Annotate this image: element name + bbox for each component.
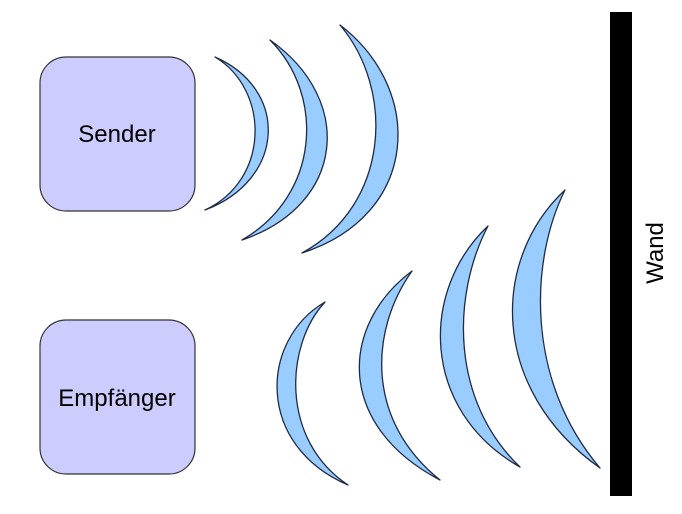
receiver-box: Empfänger — [39, 319, 196, 475]
reflected-waves — [276, 189, 601, 486]
reflected-wave-2 — [358, 270, 441, 481]
receiver-box-shape — [39, 319, 196, 475]
emitted-waves — [204, 24, 399, 254]
sender-label: Sender — [78, 121, 155, 148]
sender-box: Sender — [39, 56, 196, 212]
reflected-wave-3 — [439, 225, 521, 468]
wall-bar — [610, 12, 632, 496]
wall-label: Wand — [642, 222, 669, 284]
emitted-wave-2 — [241, 39, 328, 241]
sender-box-shape — [39, 56, 196, 212]
receiver-label: Empfänger — [58, 385, 175, 412]
wall: Wand — [610, 12, 669, 496]
reflected-wave-4 — [511, 189, 601, 469]
emitted-wave-1 — [204, 56, 269, 211]
reflected-wave-1 — [276, 301, 349, 486]
emitted-wave-3 — [301, 24, 399, 254]
